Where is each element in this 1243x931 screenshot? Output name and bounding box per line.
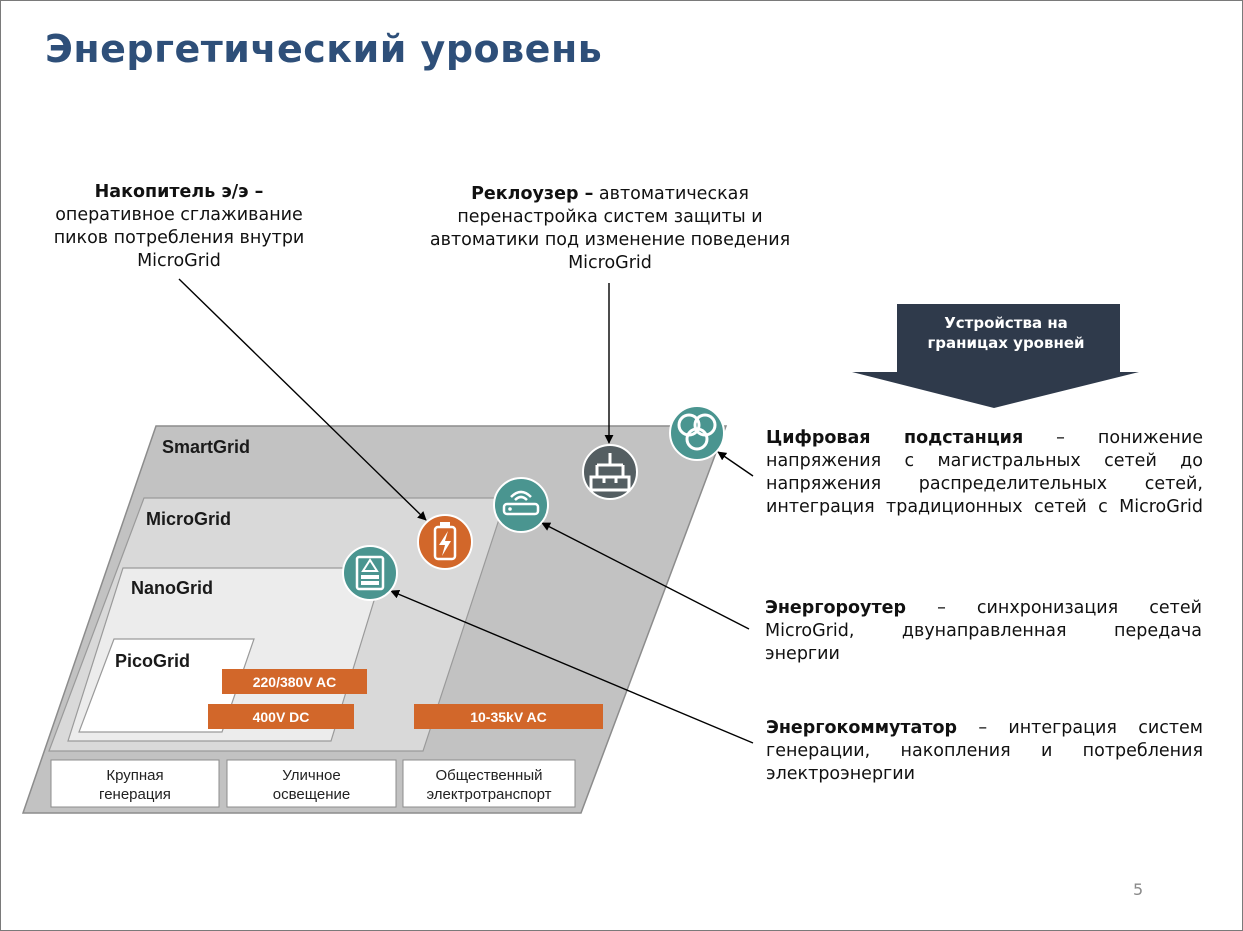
voltage-label-ac-mid bbox=[414, 704, 603, 729]
voltage-text-ac-low: 220/380V AC bbox=[253, 674, 337, 690]
page-number: 5 bbox=[1133, 880, 1144, 899]
substation-callout: Цифровая подстанция – понижение напряжен… bbox=[766, 427, 1203, 519]
recloser-callout-line1: автоматическая bbox=[593, 184, 749, 204]
storage-callout: Накопитель э/э – оперативное сглаживание… bbox=[19, 181, 339, 273]
router-icon bbox=[493, 477, 549, 533]
router-callout-line1: – синхронизация сетей bbox=[906, 598, 1202, 618]
bottom-box-large-generation-line1: Крупная bbox=[106, 767, 163, 784]
voltage-text-ac-mid: 10-35kV AC bbox=[470, 709, 547, 725]
bottom-box-public-transport-line1: Общественный bbox=[435, 767, 542, 784]
bottom-box-public-transport bbox=[402, 759, 576, 808]
substation-icon bbox=[669, 405, 725, 461]
boundary-devices-label-line2: границах уровней bbox=[927, 334, 1085, 352]
storage-connector bbox=[178, 278, 427, 521]
bottom-box-public-transport-line2: электротранспорт bbox=[426, 786, 551, 803]
smartgrid-label: SmartGrid bbox=[162, 437, 250, 457]
voltage-label-ac-low bbox=[222, 669, 367, 694]
bottom-box-large-generation bbox=[50, 759, 220, 808]
recloser-callout-line3: автоматики под изменение поведения bbox=[429, 230, 791, 250]
slide-title: Энергетический уровень bbox=[45, 27, 603, 71]
bottom-box-large-generation-line2: генерация bbox=[99, 786, 171, 803]
storage-callout-title: Накопитель э/э – bbox=[94, 182, 264, 202]
router-callout: Энергороутер – синхронизация сетей Micro… bbox=[765, 597, 1202, 666]
recloser-callout-line4: MicroGrid bbox=[568, 253, 652, 273]
recloser-callout-line2: перенастройка систем защиты и bbox=[457, 207, 763, 227]
picogrid-label: PicoGrid bbox=[115, 651, 190, 671]
router-connector bbox=[541, 522, 750, 630]
switch-callout-line2: генерации, накопления и потребления bbox=[766, 741, 1203, 761]
bottom-box-street-lighting bbox=[226, 759, 397, 808]
microgrid-label: MicroGrid bbox=[146, 509, 231, 529]
storage-callout-line3: MicroGrid bbox=[137, 251, 221, 271]
storage-callout-line2: пиков потребления внутри bbox=[53, 228, 305, 248]
router-callout-title: Энергороутер bbox=[765, 598, 906, 618]
substation-callout-line3: напряжения распределительных сетей, bbox=[766, 474, 1203, 494]
storage-callout-line1: оперативное сглаживание bbox=[55, 205, 303, 225]
substation-callout-title: Цифровая подстанция bbox=[766, 428, 1024, 448]
substation-callout-line2: напряжения с магистральных сетей до bbox=[766, 451, 1203, 471]
substation-connector bbox=[717, 451, 754, 477]
switch-icon bbox=[342, 545, 398, 601]
switch-callout-line3: электроэнергии bbox=[766, 764, 915, 784]
switch-callout: Энергокоммутатор – интеграция систем ген… bbox=[766, 717, 1203, 786]
switch-connector bbox=[390, 589, 754, 744]
boundary-devices-label-line1: Устройства на bbox=[944, 314, 1068, 332]
nanogrid-label: NanoGrid bbox=[131, 578, 213, 598]
voltage-text-dc: 400V DC bbox=[253, 709, 310, 725]
switch-callout-title: Энергокоммутатор bbox=[766, 718, 958, 738]
voltage-label-dc bbox=[208, 704, 354, 729]
battery-icon bbox=[417, 514, 473, 570]
router-callout-line3: энергии bbox=[765, 644, 840, 664]
boundary-devices-arrow bbox=[852, 304, 1139, 408]
boundary-devices-label: Устройства на границах уровней bbox=[894, 313, 1118, 353]
recloser-icon bbox=[582, 444, 638, 500]
switch-callout-line1: – интеграция систем bbox=[957, 718, 1203, 738]
router-callout-line2: MicroGrid, двунаправленная передача bbox=[765, 621, 1202, 641]
substation-callout-line1: – понижение bbox=[1023, 428, 1203, 448]
bottom-box-street-lighting-line1: Уличное bbox=[282, 767, 340, 784]
recloser-callout-title: Реклоузер – bbox=[471, 184, 594, 204]
recloser-callout: Реклоузер – автоматическая перенастройка… bbox=[405, 183, 815, 275]
bottom-box-street-lighting-line2: освещение bbox=[273, 786, 351, 803]
substation-callout-line4: интеграция традиционных сетей с MicroGri… bbox=[766, 497, 1203, 517]
